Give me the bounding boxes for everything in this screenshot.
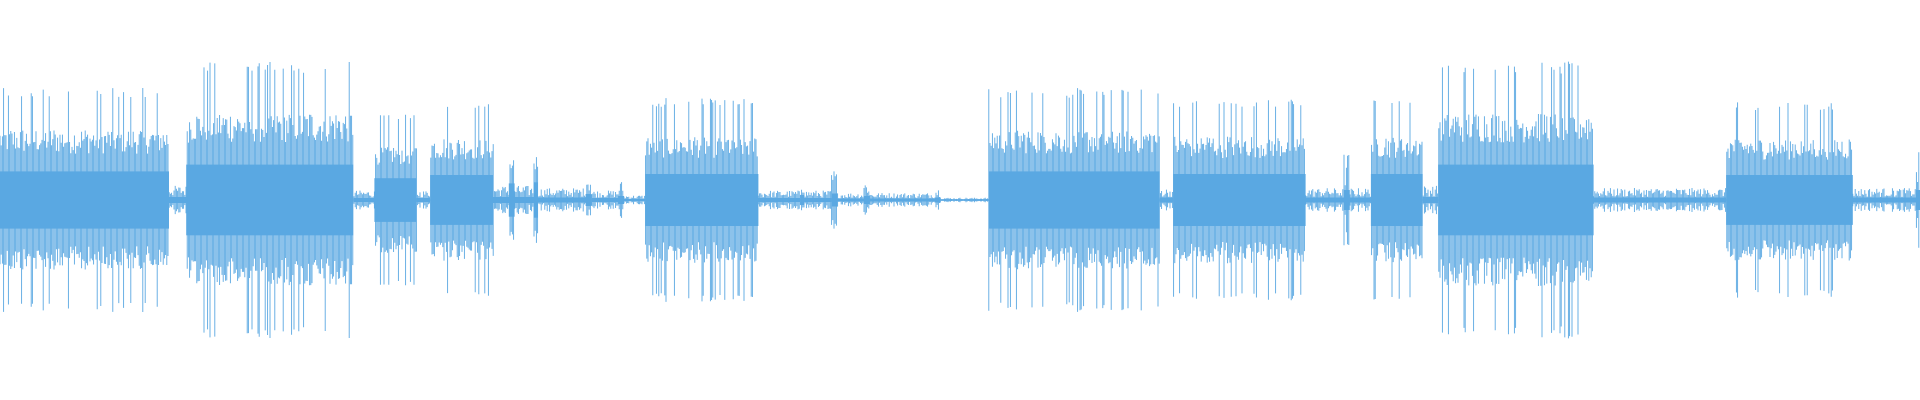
waveform-bars (0, 61, 1920, 339)
